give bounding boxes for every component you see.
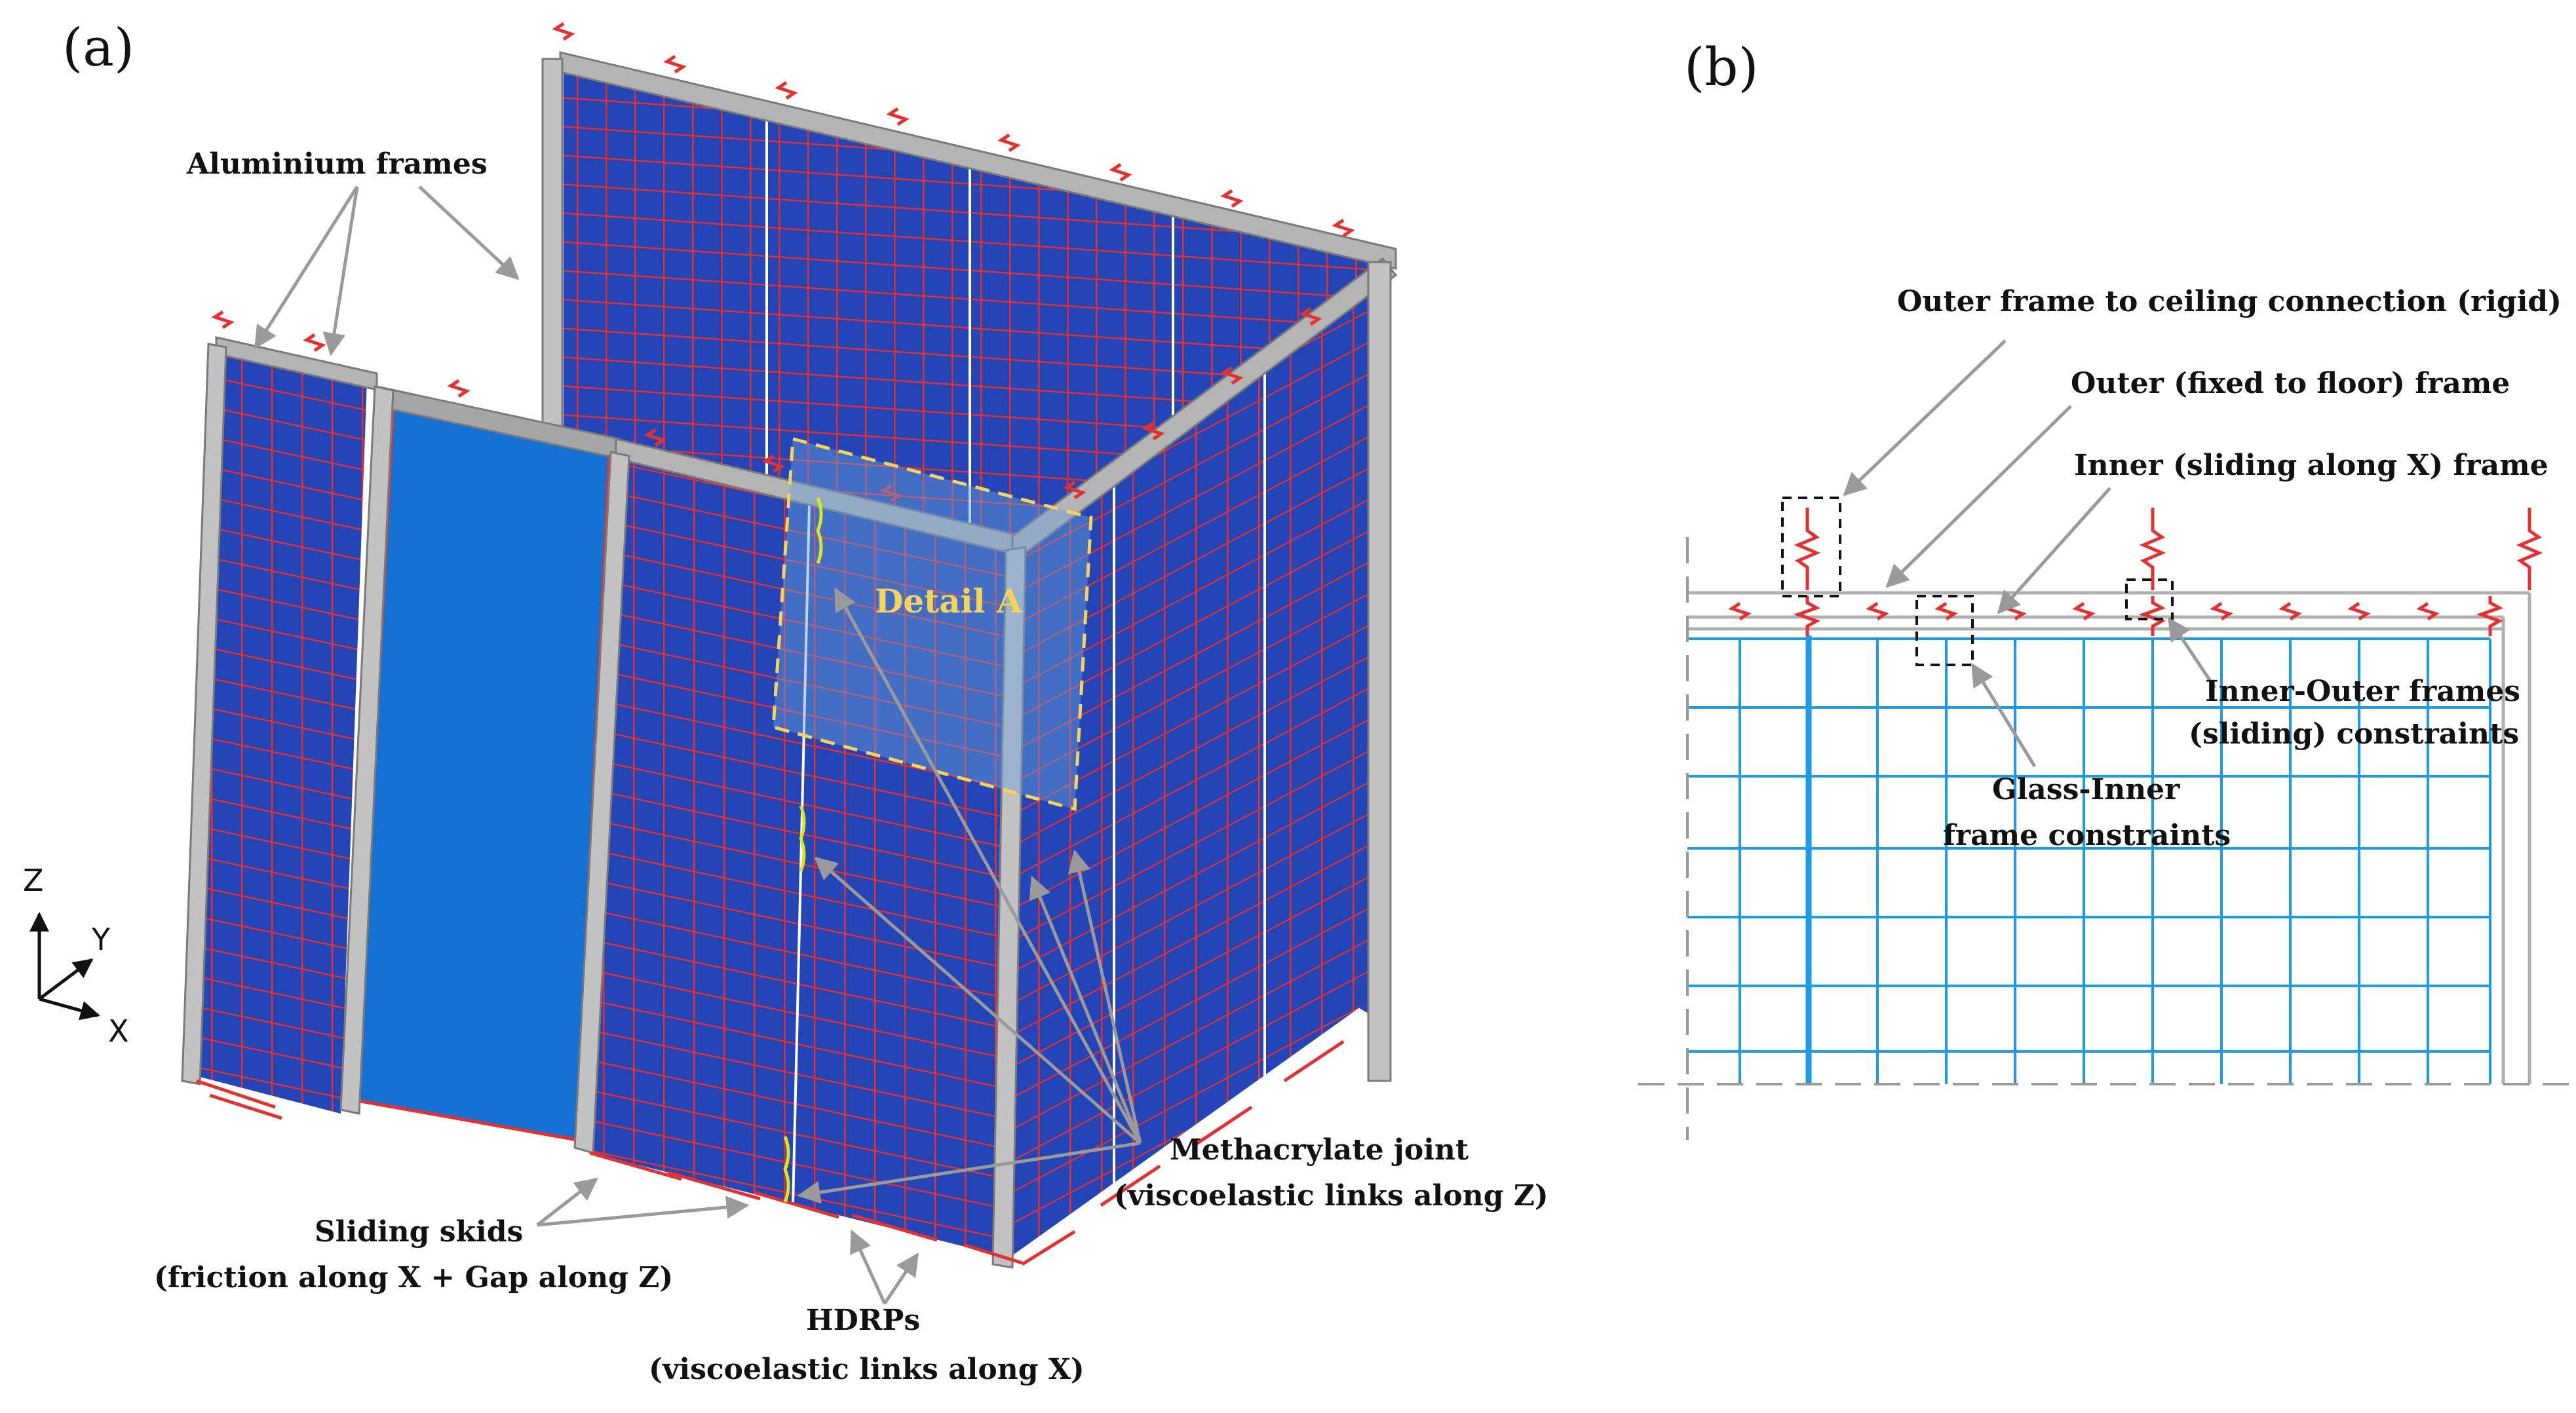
panel-b-letter: (b)	[1684, 37, 1759, 98]
front-left-post	[181, 343, 227, 1085]
label-inner-outer-2: (sliding) constraints	[2189, 717, 2519, 751]
panel-b: (b)	[1638, 37, 2576, 1140]
axis-z-label: Z	[23, 863, 44, 898]
label-outer-ceiling: Outer frame to ceiling connection (rigid…	[1897, 285, 2562, 318]
label-glass-inner-2: frame constraints	[1943, 819, 2231, 852]
panel-b-leaders	[1843, 339, 2217, 768]
panel-a-letter: (a)	[62, 17, 134, 78]
callout-boxes	[1781, 497, 2174, 666]
panel-a-leaders	[254, 185, 1142, 1305]
door-panel	[355, 404, 611, 1142]
label-outer-floor: Outer (fixed to floor) frame	[2071, 367, 2510, 400]
label-hdrps-2: (viscoelastic links along X)	[649, 1353, 1085, 1386]
frame-lines	[1687, 591, 2531, 1084]
joint-markers	[783, 497, 823, 1203]
front-left-glass	[190, 344, 367, 1114]
top-spring-symbols	[211, 22, 1355, 503]
label-methacrylate-joint-1: Methacrylate joint	[1170, 1133, 1469, 1167]
detail-a-box: Detail A	[771, 436, 1093, 812]
detail-a-label: Detail A	[875, 582, 1023, 620]
axis-y-label: Y	[91, 922, 111, 957]
door-left-post	[339, 385, 394, 1115]
label-aluminium-frames: Aluminium frames	[186, 147, 488, 181]
panel-a: (a)	[23, 17, 1548, 1386]
label-inner-sliding: Inner (sliding along X) frame	[2074, 449, 2548, 482]
label-sliding-skids-1: Sliding skids	[315, 1215, 523, 1249]
axis-triad	[29, 912, 100, 1021]
axis-x-label: X	[108, 1013, 129, 1049]
bottom-skid-symbols	[196, 1040, 1345, 1266]
right-wall	[1001, 257, 1398, 1258]
label-methacrylate-joint-2: (viscoelastic links along Z)	[1114, 1179, 1548, 1213]
label-glass-inner-1: Glass-Inner	[1992, 773, 2180, 806]
label-hdrps-1: HDRPs	[806, 1304, 920, 1337]
label-sliding-skids-2: (friction along X + Gap along Z)	[154, 1261, 673, 1294]
right-wall-corner-post	[1367, 261, 1392, 1082]
label-inner-outer-1: Inner-Outer frames	[2205, 675, 2520, 708]
front-wall	[181, 336, 1027, 1269]
glass-grid	[1687, 637, 2491, 1084]
